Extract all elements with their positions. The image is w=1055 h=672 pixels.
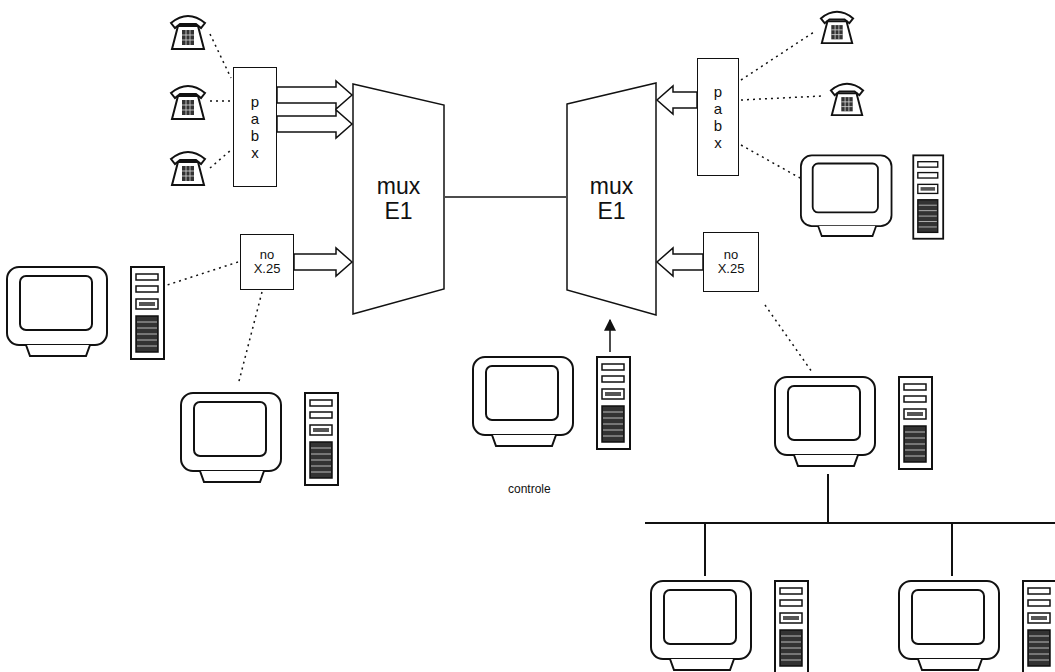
node-label: mux E1 — [590, 174, 633, 225]
telephone-icon — [171, 152, 205, 185]
link-line — [445, 197, 566, 198]
multiplexer-shape: mux E1 — [566, 82, 657, 316]
node-label: no X.25 — [718, 248, 745, 277]
computer-icon — [7, 267, 164, 359]
telephone-icon — [171, 16, 205, 49]
block-arrow — [277, 81, 352, 138]
lan-bus — [645, 474, 1055, 576]
computer-icon — [899, 581, 1055, 672]
device-box: pabx — [697, 58, 739, 176]
computer-icon — [801, 155, 943, 238]
dotted-links — [158, 32, 822, 385]
node-label: pabx — [248, 93, 263, 162]
block-arrow — [294, 248, 352, 276]
device-box: no X.25 — [240, 234, 294, 290]
computer-icon — [651, 581, 808, 672]
telephone-icon — [821, 12, 853, 43]
block-arrow — [657, 248, 703, 276]
node-label: no X.25 — [254, 248, 281, 277]
multiplexer-shape: mux E1 — [352, 83, 445, 315]
computer-icon — [775, 377, 932, 469]
control-arrow — [609, 320, 611, 352]
device-box: pabx — [233, 67, 277, 187]
computer-icon — [473, 357, 630, 449]
telephone-icon — [831, 84, 863, 115]
node-label: pabx — [711, 83, 726, 152]
node-label: mux E1 — [377, 174, 420, 225]
block-arrow — [657, 86, 697, 114]
telephone-icon — [171, 86, 205, 119]
caption-label: controle — [506, 482, 553, 496]
computer-icon — [181, 393, 338, 485]
device-box: no X.25 — [703, 232, 759, 292]
